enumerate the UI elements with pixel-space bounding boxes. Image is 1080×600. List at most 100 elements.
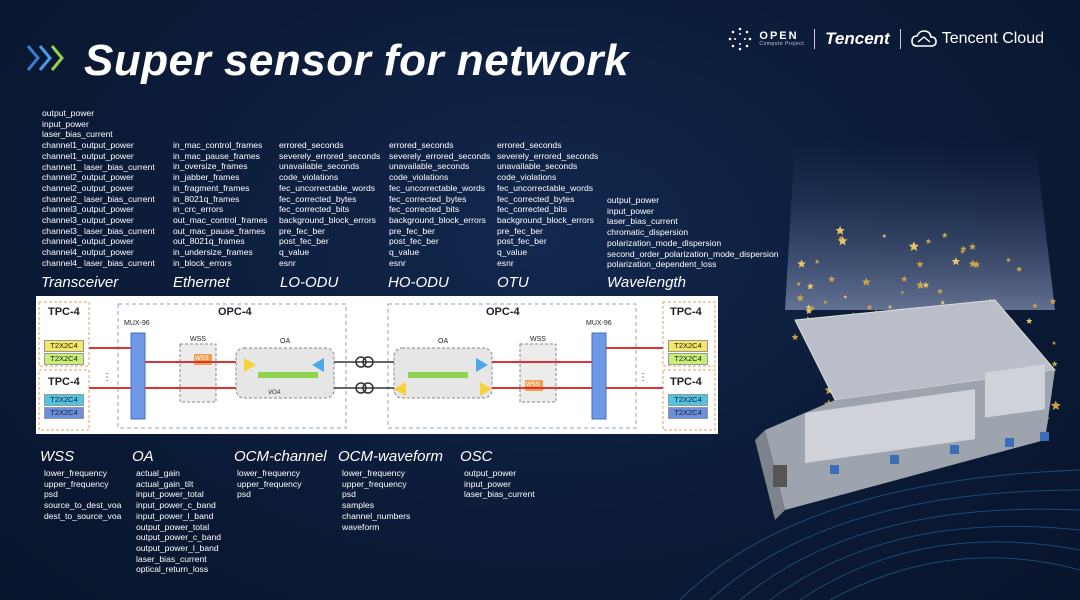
- t2x-left-blue: T2X2C4: [44, 407, 84, 419]
- metric-item: polarization_dependent_loss: [607, 259, 717, 270]
- metric-item: psd: [342, 489, 356, 500]
- star-icon: [838, 235, 843, 241]
- star-icon: [951, 257, 960, 266]
- star-icon: [916, 280, 925, 290]
- ocp-logo: OPEN Compute Project: [727, 26, 804, 52]
- metric-item: channel1_output_power: [42, 140, 134, 151]
- metric-item: chromatic_dispersion: [607, 227, 689, 238]
- ocp-logo-subtext: Compute Project: [759, 41, 805, 47]
- metric-item: laser_bias_current: [42, 129, 113, 140]
- svg-text:⋮: ⋮: [638, 372, 648, 383]
- star-icon: [797, 259, 806, 268]
- metric-item: fec_uncorrectable_words: [389, 182, 486, 193]
- metric-item: severely_errored_seconds: [497, 150, 599, 161]
- svg-text:⋮: ⋮: [102, 372, 112, 383]
- voa-left-label: VOA: [268, 390, 281, 396]
- star-icon: [916, 260, 924, 268]
- star-icon: [968, 243, 977, 250]
- metric-item: output_power_c_band: [136, 532, 222, 543]
- metric-item: fec_corrected_bytes: [279, 193, 357, 204]
- metric-item: channel3_ laser_bias_current: [42, 225, 155, 236]
- metric-item: source_to_dest_voa: [44, 500, 122, 511]
- metric-item: upper_frequency: [44, 478, 109, 489]
- metric-item: q_value: [497, 247, 528, 258]
- oa-heading: OA: [132, 448, 154, 465]
- metric-item: background_block_errors: [389, 214, 486, 225]
- metric-item: input_power: [607, 205, 654, 216]
- metric-item: pre_fec_ber: [279, 225, 325, 236]
- ocm-channel-heading: OCM-channel: [234, 448, 327, 465]
- metric-item: fec_corrected_bits: [497, 204, 568, 215]
- tpc-right-bottom-label: TPC-4: [670, 376, 702, 388]
- star-icon: [941, 232, 948, 238]
- star-icon: [922, 281, 930, 288]
- metric-item: output_power: [607, 195, 660, 205]
- logo-divider: [899, 29, 901, 49]
- metric-item: channel2_output_power: [42, 182, 134, 193]
- star-icon: [1006, 257, 1011, 263]
- metric-item: dest_to_source_voa: [44, 510, 122, 521]
- metric-item: code_violations: [279, 172, 339, 183]
- star-icon: [1016, 266, 1023, 272]
- metric-item: upper_frequency: [342, 478, 407, 489]
- metric-item: fec_uncorrectable_words: [279, 182, 376, 193]
- metric-item: code_violations: [497, 172, 557, 183]
- t2x-left-cyan: T2X2C4: [44, 394, 84, 406]
- opc-left-label: OPC-4: [218, 306, 252, 318]
- metric-item: lower_frequency: [237, 468, 301, 478]
- wss-right-label: WSS: [530, 336, 546, 343]
- metric-item: channel1_output_power: [42, 150, 134, 161]
- metric-item: background_block_errors: [497, 214, 594, 225]
- wss-heading: WSS: [40, 448, 75, 465]
- network-diagram: ⋮ ⋮ TPC-4 T2X2C4 T2X2C4 TPC-4 T2X2C4 T2X…: [36, 296, 718, 434]
- metric-item: in_crc_errors: [173, 204, 224, 215]
- star-icon: [791, 333, 799, 341]
- star-icon: [805, 307, 813, 315]
- ocm-waveform-heading: OCM-waveform: [338, 448, 444, 465]
- wss-left-chip: WSS: [195, 356, 209, 362]
- metric-item: q_value: [279, 247, 310, 258]
- metric-item: samples: [342, 500, 374, 511]
- metric-item: channel4_ laser_bias_current: [42, 257, 155, 268]
- star-icon: [882, 233, 887, 238]
- cloud-icon: [910, 30, 937, 47]
- metric-item: q_value: [389, 247, 420, 258]
- metric-item: in_oversize_frames: [173, 161, 248, 172]
- metric-item: in_undersize_frames: [173, 247, 253, 258]
- star-icon: [960, 249, 965, 254]
- metric-item: output_power_l_band: [136, 542, 219, 553]
- metric-item: lower_frequency: [342, 468, 406, 478]
- metric-item: input_power: [42, 118, 89, 129]
- metric-item: channel1_ laser_bias_current: [42, 161, 155, 172]
- osc-heading: OSC: [460, 448, 493, 465]
- metric-item: input_power_c_band: [136, 500, 216, 511]
- decorative-lines: [680, 469, 1080, 600]
- metric-item: input_power_total: [136, 489, 204, 500]
- otu-heading: OTU: [497, 274, 529, 291]
- metric-item: out_mac_control_frames: [173, 214, 268, 225]
- metric-item: pre_fec_ber: [497, 225, 543, 236]
- star-icon: [1051, 360, 1058, 367]
- tpc-left-top-label: TPC-4: [48, 306, 80, 318]
- star-icon: [908, 241, 919, 251]
- logo-divider: [814, 29, 816, 49]
- lo-odu-heading: LO-ODU: [280, 274, 339, 291]
- logo-bar: OPEN Compute Project Tencent Tencent Clo…: [727, 26, 1044, 52]
- star-icon: [925, 238, 932, 244]
- opc-right-label: OPC-4: [486, 306, 520, 318]
- metric-item: in_8021q_frames: [173, 193, 240, 204]
- metric-item: fec_corrected_bits: [389, 204, 460, 215]
- metric-item: esnr: [389, 257, 406, 268]
- metric-item: post_fec_ber: [389, 236, 439, 247]
- metric-item: psd: [44, 489, 58, 500]
- metric-item: in_mac_pause_frames: [173, 150, 260, 161]
- metric-item: fec_uncorrectable_words: [497, 182, 594, 193]
- oa-right-label: OA: [438, 338, 449, 345]
- metric-item: input_power: [464, 478, 511, 489]
- star-icon: [809, 305, 815, 311]
